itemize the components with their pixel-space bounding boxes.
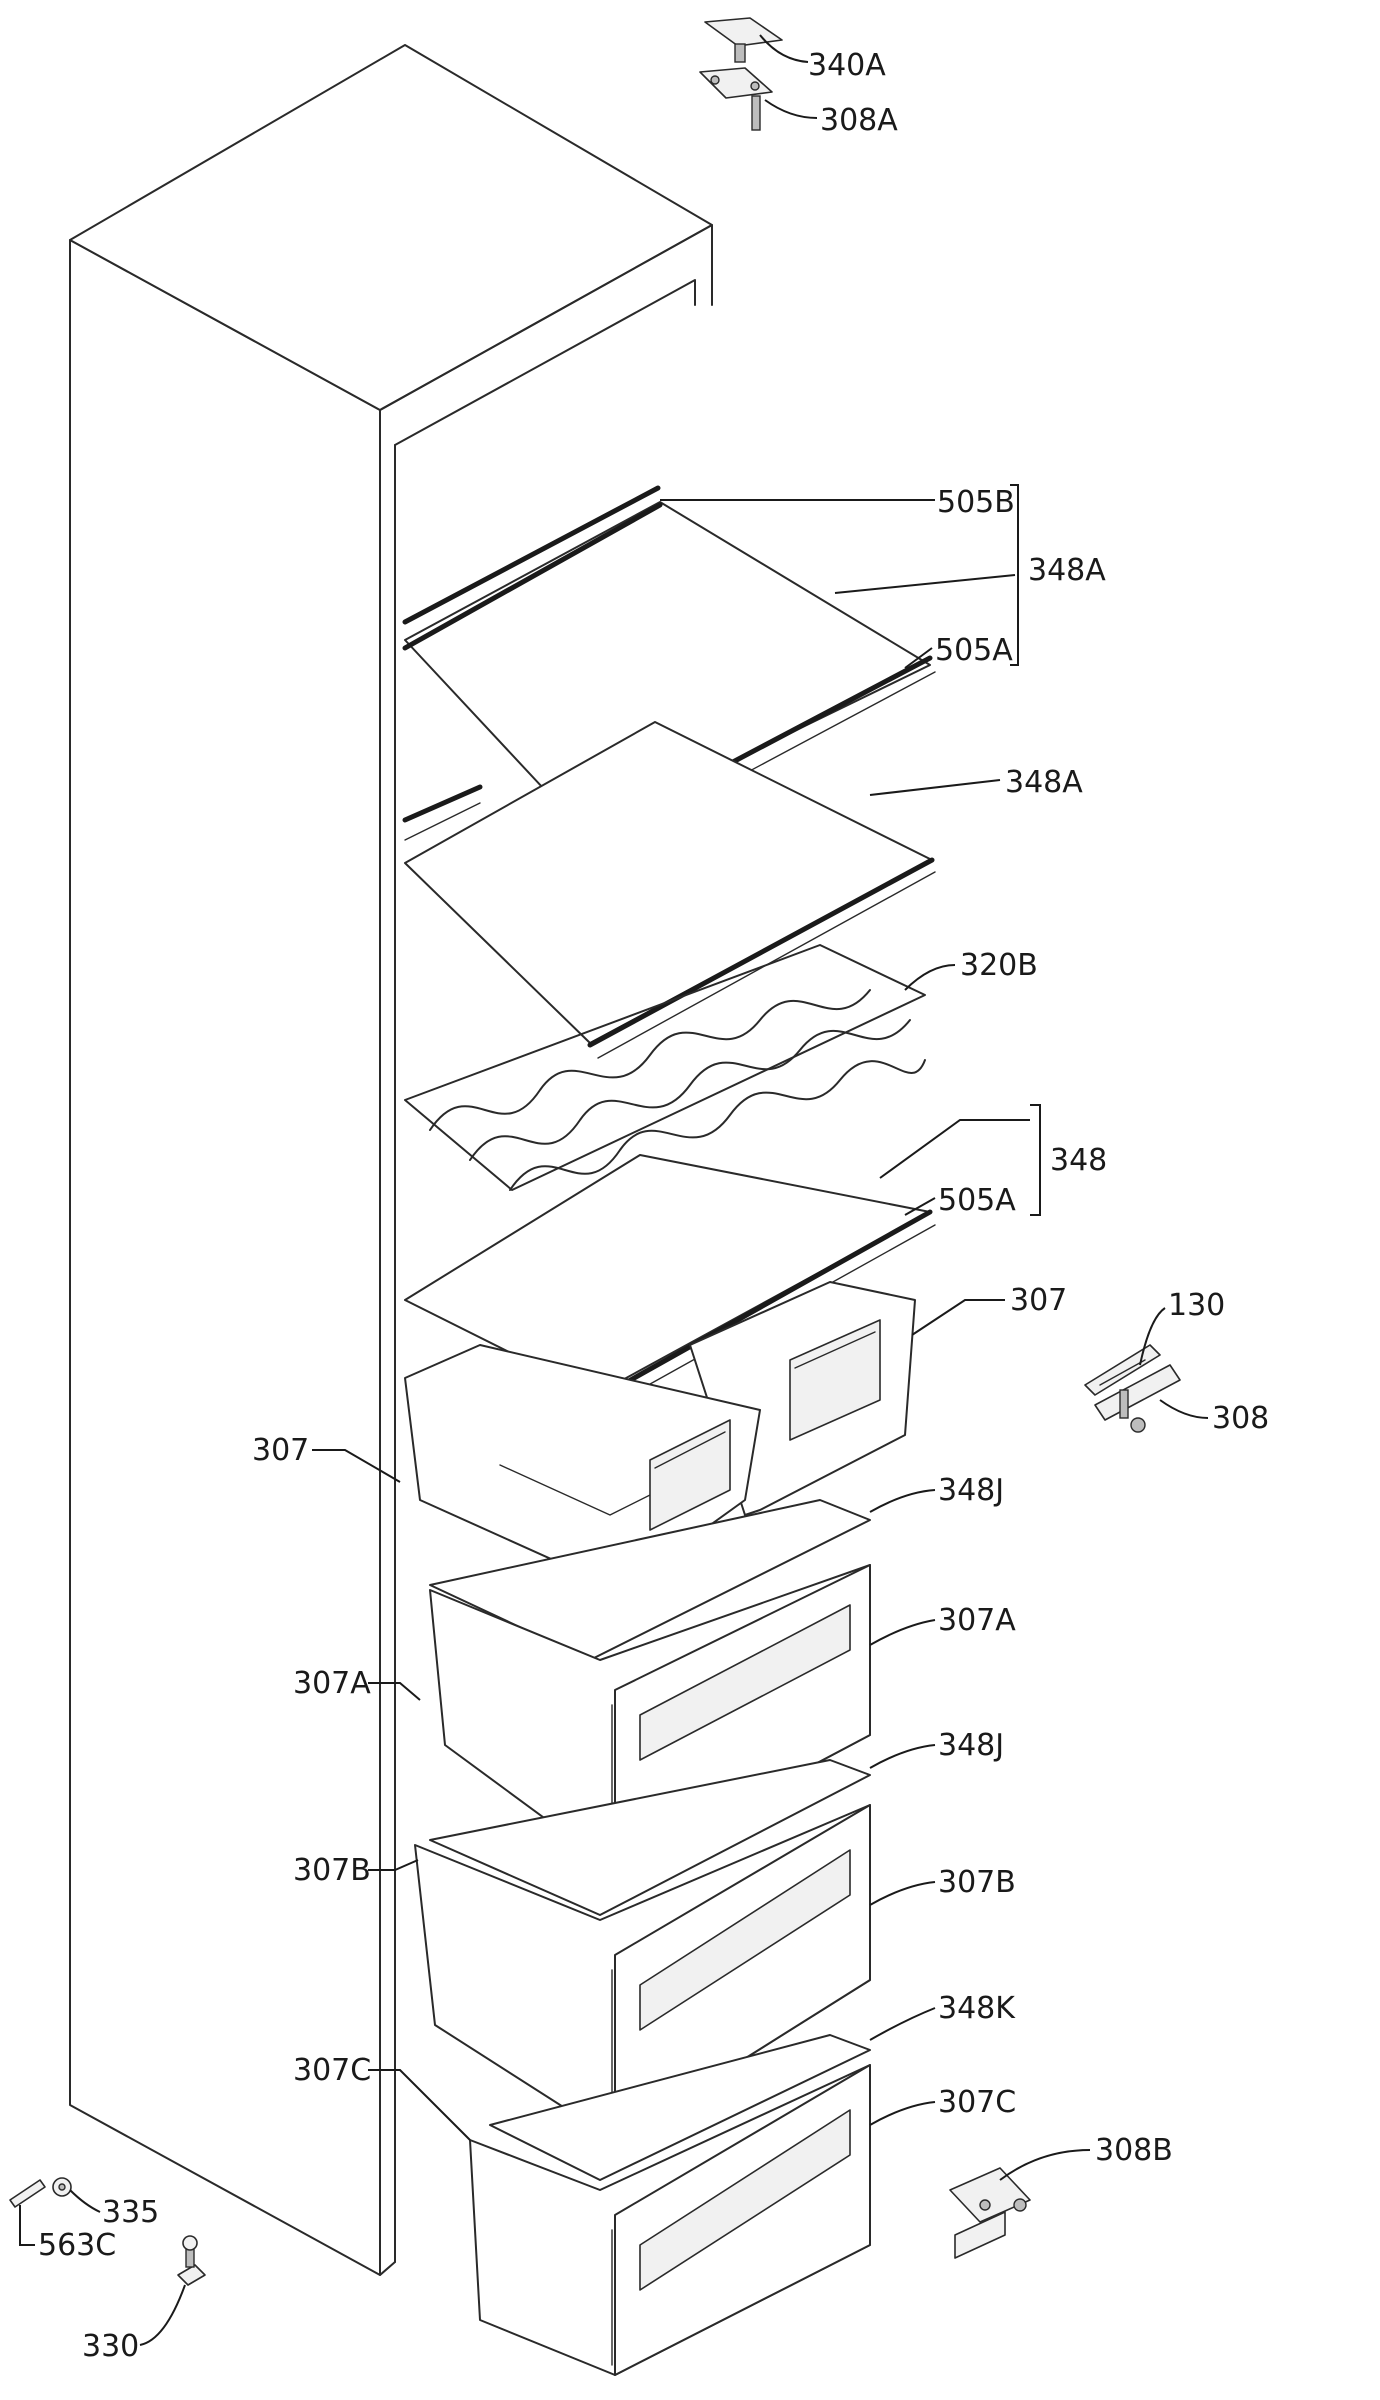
bottle-rack-320b — [404, 944, 926, 1191]
label-307a-right: 307A — [938, 1603, 1016, 1638]
leader-505a-2 — [904, 1197, 936, 1216]
label-348j-1: 348J — [938, 1473, 1004, 1508]
hinge-308 — [1094, 1364, 1181, 1433]
crisper-bin-307-left — [404, 1344, 761, 1591]
leader-307a-left — [368, 1682, 421, 1701]
leader-307c-right — [869, 2101, 936, 2126]
label-308a: 308A — [820, 103, 898, 138]
label-348a-2: 348A — [1005, 765, 1083, 800]
bracket-348a — [1010, 484, 1019, 666]
label-505b: 505B — [937, 485, 1015, 520]
label-307c-right: 307C — [938, 2085, 1016, 2120]
glass-shelf-348 — [404, 1154, 936, 1413]
glass-cover-348j-2 — [429, 1759, 871, 1916]
label-307c-left: 307C — [293, 2053, 371, 2088]
label-340a: 340A — [808, 48, 886, 83]
label-307-left: 307 — [252, 1433, 309, 1468]
leader-308b — [999, 2149, 1091, 2181]
leader-307b-right — [869, 1881, 936, 1906]
label-348j-2: 348J — [938, 1728, 1004, 1763]
label-307b-left: 307B — [293, 1853, 371, 1888]
leader-348a-2 — [869, 779, 1001, 796]
hinge-cover-340a — [704, 17, 783, 63]
leader-335 — [69, 2189, 101, 2213]
label-563c: 563C — [38, 2228, 116, 2263]
leader-348k — [869, 2007, 936, 2041]
leader-308a — [764, 99, 818, 119]
leader-348a-1 — [834, 574, 1016, 594]
cabinet-bottom-edge — [379, 2261, 396, 2276]
leader-320b — [904, 964, 956, 991]
label-130: 130 — [1168, 1288, 1225, 1323]
label-308b: 308B — [1095, 2133, 1173, 2168]
glass-shelf-348a-second — [402, 721, 936, 1059]
leader-563c — [19, 2205, 35, 2246]
cap-335 — [52, 2177, 72, 2197]
leader-348j-2 — [869, 1744, 936, 1769]
hinge-308a — [699, 67, 773, 131]
label-348k: 348K — [938, 1991, 1016, 2026]
label-330: 330 — [82, 2329, 139, 2364]
cabinet-opening-top — [394, 279, 696, 446]
glass-cover-348k — [489, 2034, 871, 2181]
label-307b-right: 307B — [938, 1865, 1016, 1900]
foot-330 — [177, 2235, 206, 2286]
cabinet — [69, 44, 713, 2276]
label-307-right: 307 — [1010, 1283, 1067, 1318]
leader-307-left — [312, 1449, 401, 1483]
label-348: 348 — [1050, 1143, 1107, 1178]
drawer-307b — [414, 1804, 871, 2141]
leader-348 — [879, 1119, 1030, 1179]
cabinet-side-panel — [69, 239, 381, 2276]
leader-308 — [1159, 1399, 1209, 1419]
leader-307-right — [911, 1299, 1005, 1336]
leader-lines — [19, 34, 1209, 2346]
leader-130 — [1139, 1307, 1166, 1366]
label-307a-left: 307A — [293, 1666, 371, 1701]
bracket-348 — [1030, 1104, 1041, 1216]
label-335: 335 — [102, 2195, 159, 2230]
leader-307c-left — [368, 2069, 471, 2141]
label-505a-2: 505A — [938, 1183, 1016, 1218]
leader-505a-1 — [904, 647, 933, 669]
drawer-307c — [469, 2064, 871, 2376]
label-348a-1: 348A — [1028, 553, 1106, 588]
leader-307a-right — [869, 1619, 936, 1646]
leader-307b-left — [368, 1859, 419, 1871]
leader-340a — [759, 34, 809, 63]
label-505a-1: 505A — [935, 633, 1013, 668]
cabinet-front-edge — [379, 224, 713, 411]
label-320b: 320B — [960, 948, 1038, 983]
part-labels: 340A 308A 505B 348A 505A 348A 320B 348 5… — [38, 48, 1269, 2364]
leader-330 — [139, 2284, 186, 2346]
hinge-308b — [949, 2167, 1031, 2259]
pin-563c — [9, 2179, 46, 2208]
leader-348j-1 — [869, 1489, 936, 1513]
label-308: 308 — [1212, 1401, 1269, 1436]
